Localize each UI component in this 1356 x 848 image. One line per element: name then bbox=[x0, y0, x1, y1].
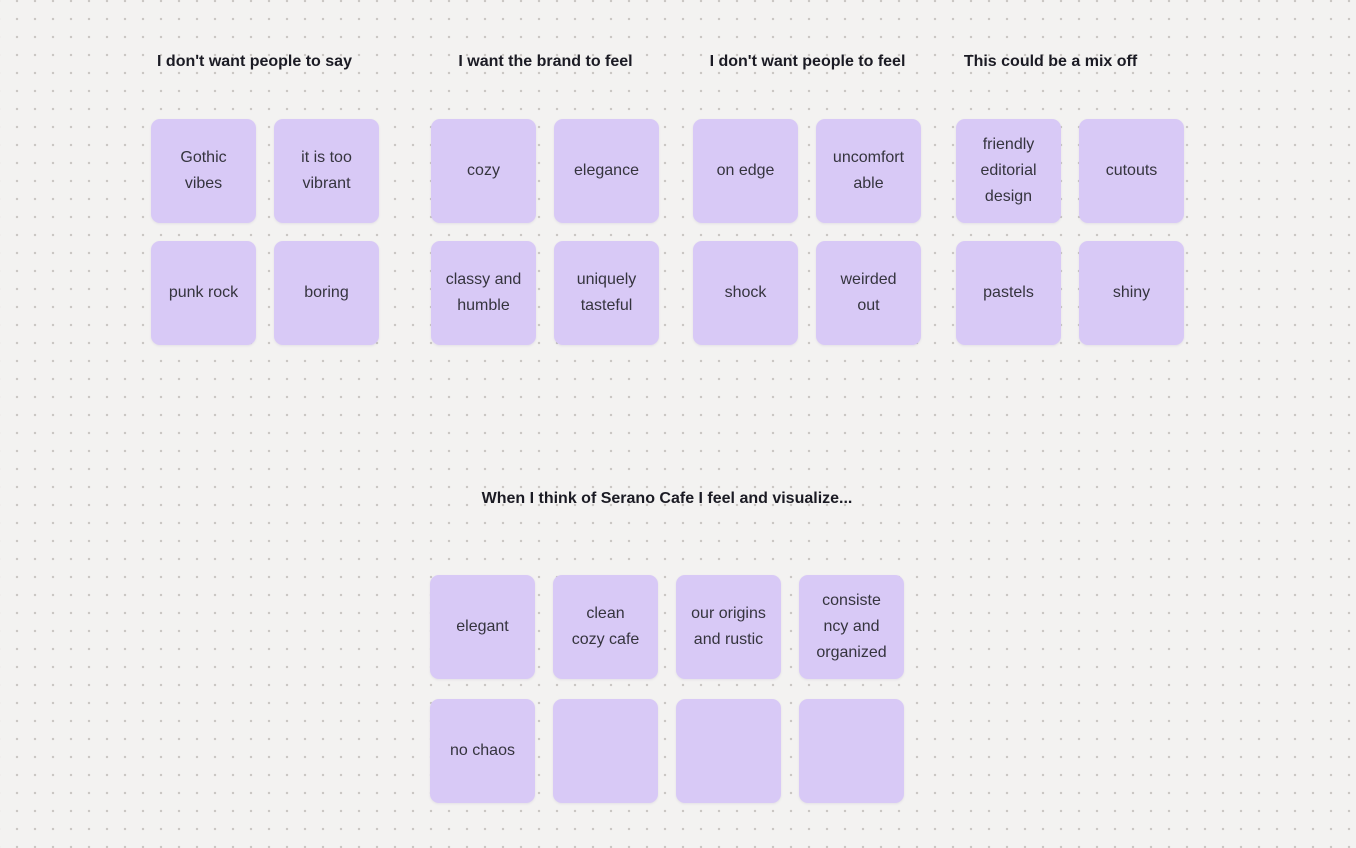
sticky-note[interactable]: our origins and rustic bbox=[676, 575, 781, 679]
group-header-text[interactable]: I want the brand to feel bbox=[458, 53, 633, 70]
sticky-note[interactable]: no chaos bbox=[430, 699, 535, 803]
sticky-note[interactable]: elegant bbox=[430, 575, 535, 679]
sticky-note[interactable]: clean cozy cafe bbox=[553, 575, 658, 679]
sticky-note[interactable]: cutouts bbox=[1079, 119, 1184, 223]
sticky-grid: cozy elegance classy and humble uniquely… bbox=[431, 119, 660, 345]
sticky-note[interactable]: boring bbox=[274, 241, 379, 345]
sticky-grid: elegant clean cozy cafe our origins and … bbox=[430, 575, 904, 803]
sticky-note[interactable]: classy and humble bbox=[431, 241, 536, 345]
sticky-note[interactable]: consiste ncy and organized bbox=[799, 575, 904, 679]
group-want-brand-to-feel: I want the brand to feel cozy elegance c… bbox=[431, 52, 660, 345]
sticky-grid: friendly editorial design cutouts pastel… bbox=[956, 119, 1185, 345]
group-header-text[interactable]: I don't want people to say bbox=[157, 53, 352, 70]
group-header-text[interactable]: This could be a mix off bbox=[963, 53, 1138, 70]
sticky-note[interactable]: punk rock bbox=[151, 241, 256, 345]
sticky-note-empty[interactable] bbox=[676, 699, 781, 803]
sticky-note[interactable]: uniquely tasteful bbox=[554, 241, 659, 345]
group-dont-want-people-to-feel: I don't want people to feel on edge unco… bbox=[693, 52, 922, 345]
sticky-note-empty[interactable] bbox=[799, 699, 904, 803]
sticky-note[interactable]: cozy bbox=[431, 119, 536, 223]
sticky-note[interactable]: shock bbox=[693, 241, 798, 345]
sticky-note[interactable]: uncomfort able bbox=[816, 119, 921, 223]
section-title-text[interactable]: When I think of Serano Cafe I feel and v… bbox=[481, 490, 853, 507]
sticky-note[interactable]: elegance bbox=[554, 119, 659, 223]
sticky-note[interactable]: Gothic vibes bbox=[151, 119, 256, 223]
group-dont-want-people-to-say: I don't want people to say Gothic vibes … bbox=[151, 52, 380, 345]
section-serano-cafe-visualize: When I think of Serano Cafe I feel and v… bbox=[430, 489, 904, 803]
sticky-note[interactable]: pastels bbox=[956, 241, 1061, 345]
sticky-note[interactable]: friendly editorial design bbox=[956, 119, 1061, 223]
group-header-text[interactable]: I don't want people to feel bbox=[709, 53, 906, 70]
sticky-note[interactable]: shiny bbox=[1079, 241, 1184, 345]
group-could-be-a-mix: This could be a mix off friendly editori… bbox=[956, 52, 1185, 345]
sticky-note-empty[interactable] bbox=[553, 699, 658, 803]
sticky-note[interactable]: on edge bbox=[693, 119, 798, 223]
sticky-note[interactable]: it is too vibrant bbox=[274, 119, 379, 223]
sticky-note[interactable]: weirded out bbox=[816, 241, 921, 345]
sticky-grid: Gothic vibes it is too vibrant punk rock… bbox=[151, 119, 380, 345]
sticky-grid: on edge uncomfort able shock weirded out bbox=[693, 119, 922, 345]
